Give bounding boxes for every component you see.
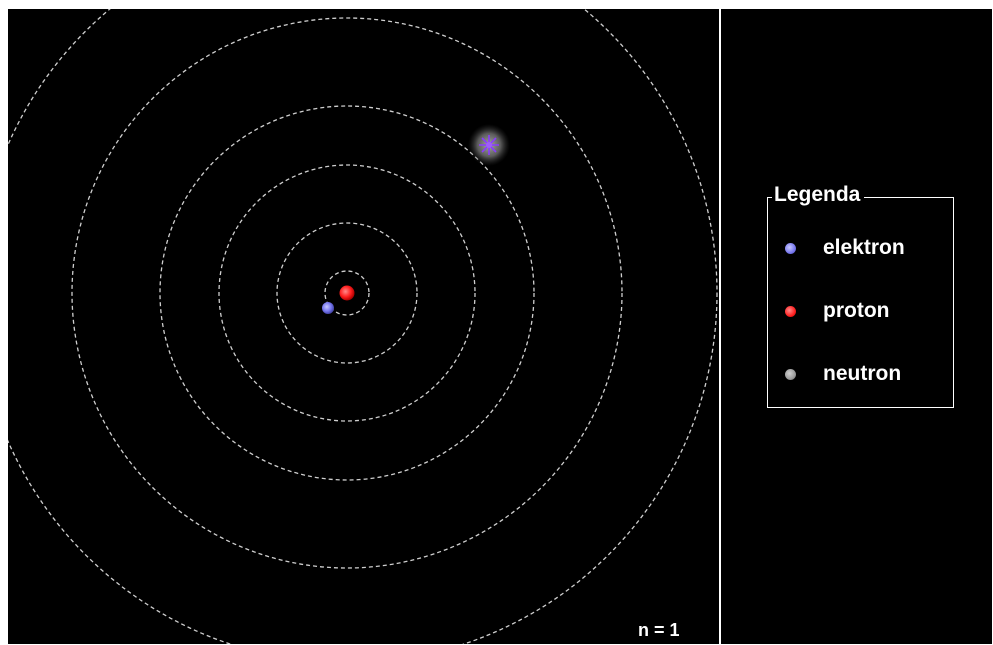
orbit-3 xyxy=(218,164,476,422)
orbit-5 xyxy=(71,17,623,569)
legend-item-label: elektron xyxy=(823,236,905,259)
atom-canvas: n = 1 xyxy=(8,9,718,644)
orbit-2 xyxy=(276,222,418,364)
legend-item-label: proton xyxy=(823,299,890,322)
legend-panel: Legenda elektron proton neutron xyxy=(721,9,992,644)
legend-item-electron: elektron xyxy=(785,233,905,263)
panel-divider xyxy=(719,9,721,644)
simulation-frame: n = 1 Legenda elektron proton neutron xyxy=(8,9,992,644)
neutron-icon xyxy=(785,368,796,380)
legend-item-label: neutron xyxy=(823,362,902,385)
orbit-diagram xyxy=(8,9,718,644)
orbit-6 xyxy=(8,9,718,644)
legend-item-neutron: neutron xyxy=(785,359,901,389)
proton-icon xyxy=(785,305,796,317)
electron-icon xyxy=(785,242,796,254)
orbit-1 xyxy=(324,270,370,316)
electron-particle xyxy=(322,302,334,314)
orbit-4 xyxy=(159,105,535,481)
legend-title: Legenda xyxy=(772,181,865,209)
photon-core xyxy=(486,142,492,148)
proton-particle xyxy=(339,285,355,301)
legend-item-proton: proton xyxy=(785,296,889,326)
quantum-number-label: n = 1 xyxy=(638,620,680,640)
